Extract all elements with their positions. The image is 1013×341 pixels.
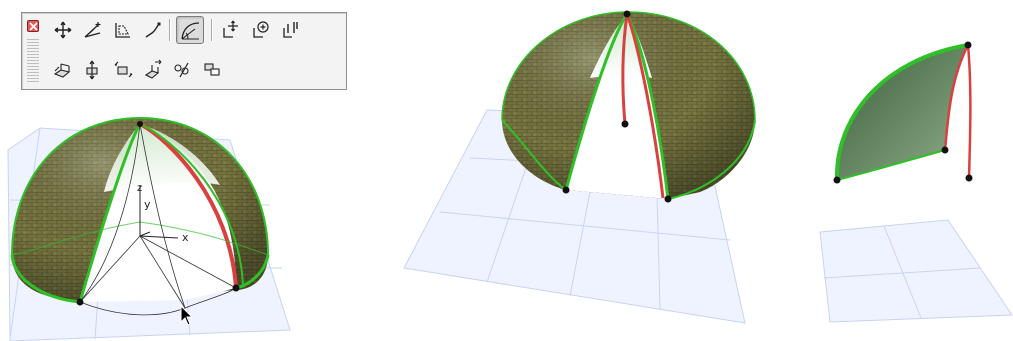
stretch-icon[interactable] bbox=[142, 59, 164, 81]
merge-icon[interactable] bbox=[202, 59, 224, 81]
rotate-node-icon[interactable] bbox=[82, 19, 104, 41]
offset-faces-icon[interactable] bbox=[112, 59, 134, 81]
axis-label-y: y bbox=[144, 198, 151, 211]
axis-label-z: z bbox=[137, 183, 142, 194]
right-grid-plane bbox=[819, 219, 1013, 323]
arc-edit-icon[interactable] bbox=[176, 16, 204, 44]
edit-toolbar bbox=[21, 12, 347, 90]
add-node-icon[interactable] bbox=[250, 19, 272, 41]
push-pull-icon[interactable] bbox=[82, 59, 104, 81]
axis-label-x: x bbox=[182, 231, 189, 244]
close-icon[interactable] bbox=[27, 20, 39, 32]
toolbar-grip[interactable] bbox=[27, 39, 39, 83]
elevation-icon[interactable] bbox=[52, 59, 74, 81]
offset-edge-icon[interactable] bbox=[112, 19, 134, 41]
left-dome bbox=[10, 116, 270, 316]
right-shell-segment bbox=[833, 41, 973, 184]
insert-node-icon[interactable] bbox=[220, 19, 242, 41]
middle-dome bbox=[501, 10, 756, 203]
move-icon[interactable] bbox=[52, 19, 74, 41]
cut-icon[interactable] bbox=[172, 59, 194, 81]
curve-edge-icon[interactable] bbox=[142, 19, 164, 41]
extrude-icon[interactable] bbox=[280, 19, 302, 41]
mouse-cursor-icon bbox=[180, 305, 194, 326]
